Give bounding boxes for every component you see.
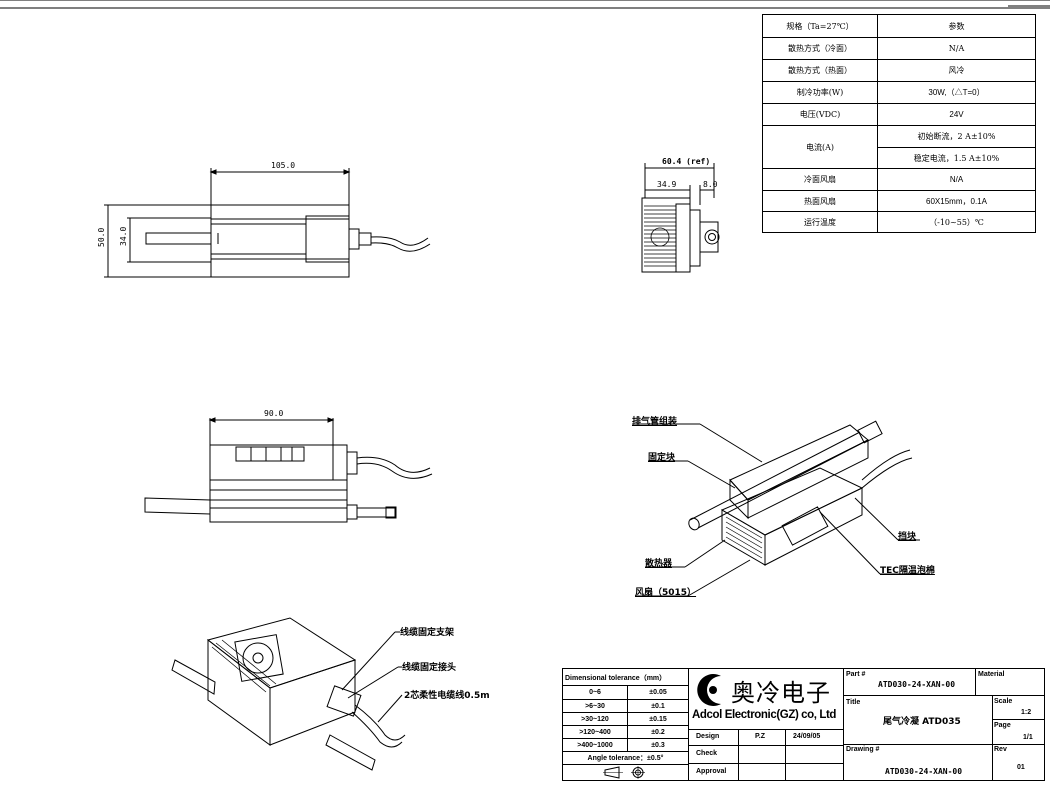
company-name: Adcol Electronic(GZ) co, Ltd: [692, 709, 837, 721]
spec-header-value: 参数: [948, 21, 965, 31]
drawing-title: 尾气冷凝 ATD035: [883, 717, 961, 727]
spec-row-value: 30W,（△T=0）: [928, 88, 985, 97]
scale-value: 1:2: [1021, 709, 1032, 716]
title-label: Title: [846, 699, 861, 706]
tolerance-value: ±0.05: [649, 689, 667, 696]
spec-row-value: N/A: [949, 175, 964, 184]
spec-row-label: 运行温度: [804, 217, 836, 227]
logo-text: 奥冷电子: [731, 679, 831, 707]
rev-value: 01: [1017, 764, 1025, 771]
isometric-view-upper: [632, 421, 930, 596]
spec-header-param: 规格（Ta=27℃）: [786, 21, 854, 31]
page-label: Page: [994, 722, 1011, 729]
tolerance-range: >120~400: [579, 728, 611, 736]
tolerance-range: >6~30: [585, 702, 605, 710]
projection-symbol-icon: [603, 766, 645, 779]
spec-row-label: 散热方式（冷面）: [788, 44, 852, 53]
company-logo-icon: [697, 674, 721, 706]
tolerance-range: >400~1000: [577, 741, 613, 749]
spec-row-label: 制冷功率(W): [796, 88, 844, 97]
part-label: Part #: [846, 671, 866, 678]
front-inner-height-dim: 34.0: [119, 226, 128, 246]
front-height-dim: 50.0: [97, 227, 106, 247]
spec-row-label: 电压(VDC): [799, 110, 841, 119]
callout-tec-foam: TEC隔温泡棉: [880, 566, 935, 576]
side-right-dim: 8.0: [703, 180, 718, 189]
date-value: 24/09/05: [793, 733, 821, 740]
tolerance-value: ±0.2: [651, 728, 665, 736]
callout-heatsink: 散热器: [645, 559, 673, 569]
front-view: [104, 168, 430, 277]
spec-row-value: （-10~55）℃: [929, 217, 984, 227]
spec-row-label: 电流(A): [805, 142, 835, 152]
spec-row-value: 24V: [949, 110, 964, 119]
callout-baffle: 挡块: [898, 532, 917, 542]
spec-row-label: 热面风扇: [804, 196, 836, 206]
side-total-dim: 60.4 (ref): [662, 157, 711, 166]
drawing-number: ATD030-24-XAN-00: [885, 767, 963, 776]
tolerance-range: >30~120: [581, 715, 609, 723]
tolerance-range: 0~6: [589, 689, 601, 696]
tolerance-value: ±0.15: [649, 715, 667, 723]
front-width-dim: 105.0: [271, 161, 296, 170]
side-view: [642, 163, 719, 272]
side-left-dim: 34.9: [657, 180, 677, 189]
callout-cable-connector: 线缆固定接头: [402, 663, 457, 673]
spec-table: 规格（Ta=27℃） 参数 散热方式（冷面） N/A 散热方式（热面） 风冷 制…: [762, 14, 1036, 233]
callout-cable: 2芯柔性电缆线0.5m: [404, 691, 490, 701]
check-label: Check: [696, 750, 718, 757]
isometric-view-lower: [172, 618, 405, 770]
spec-row-value: 风冷: [948, 66, 965, 75]
angle-tolerance: Angle tolerance：±0.5°: [587, 755, 664, 762]
designer-value: P.Z: [755, 733, 765, 740]
spec-row-label: 散热方式（热面）: [788, 66, 852, 75]
callout-fixing-block: 固定块: [648, 453, 676, 463]
tolerance-value: ±0.1: [651, 702, 665, 710]
spec-row-value: N/A: [948, 44, 965, 53]
material-label: Material: [978, 671, 1005, 678]
callout-exhaust-pipe: 排气管组装: [632, 417, 678, 427]
spec-row-value-2: 稳定电流，1.5 A±10%: [913, 153, 1000, 163]
approval-label: Approval: [696, 768, 727, 775]
drawing-number-label: Drawing #: [846, 746, 880, 753]
tolerance-title: Dimensional tolerance（mm）: [565, 675, 667, 682]
part-number: ATD030-24-XAN-00: [878, 680, 956, 689]
page-value: 1/1: [1023, 734, 1033, 741]
spec-row-value: 60X15mm，0.1A: [926, 196, 987, 206]
tolerance-value: ±0.3: [651, 741, 665, 749]
scale-label: Scale: [994, 698, 1013, 705]
bottom-width-dim: 90.0: [264, 409, 284, 418]
callout-cable-bracket: 线缆固定支架: [400, 628, 455, 638]
title-block: Dimensional tolerance（mm） 0~6 ±0.05 >6~3…: [562, 668, 1045, 781]
callout-fan: 风扇（5015）: [635, 588, 697, 598]
spec-row-label: 冷面风扇: [804, 175, 836, 184]
rev-label: Rev: [994, 746, 1007, 753]
spec-row-value: 初始断流，2 A±10%: [917, 132, 996, 141]
design-label: Design: [696, 733, 720, 740]
bottom-view: [145, 418, 432, 522]
